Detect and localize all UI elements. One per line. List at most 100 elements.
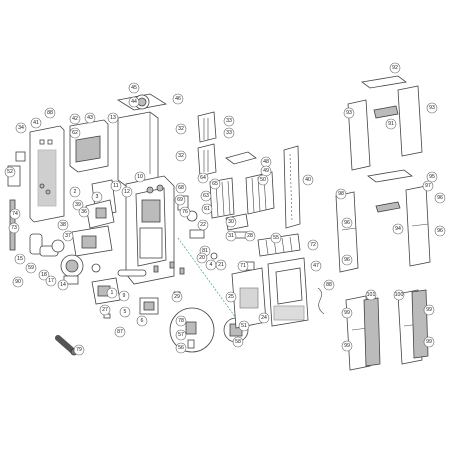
sensor-79 (55, 335, 78, 356)
callout-label: 99 (344, 343, 350, 349)
callout: 47 (310, 260, 322, 272)
door-47 (267, 257, 309, 327)
front-frame (231, 267, 267, 329)
callout-label: 59 (28, 265, 34, 271)
callout-label: 27 (102, 307, 108, 313)
callout-label: 28 (247, 233, 253, 239)
callout-label: 4 (210, 262, 213, 268)
callout-label: 64 (200, 175, 206, 181)
callout-label: 10 (137, 174, 143, 180)
callout: 71 (237, 260, 249, 272)
callout-label: 6 (141, 318, 144, 324)
callout-label: 99 (426, 307, 432, 313)
callout-label: 2 (74, 189, 77, 195)
callout: 90 (12, 276, 24, 288)
callout-label: 96 (437, 228, 443, 234)
callout-label: 63 (203, 193, 209, 199)
callout: 39 (72, 199, 84, 211)
callout: 31 (225, 230, 237, 242)
callout-label: 100 (395, 292, 404, 298)
left-side-panel (29, 125, 65, 223)
callout-label: 1 (111, 290, 114, 296)
callout: 99 (341, 307, 353, 319)
callout: 76 (179, 206, 191, 218)
stove-feet (153, 261, 185, 275)
callout: 37 (62, 230, 74, 242)
callout-label: 51 (241, 323, 247, 329)
callout: 99 (341, 340, 353, 352)
top-plate-95 (367, 169, 413, 183)
callout: 96 (434, 192, 446, 204)
callout-label: 71 (240, 263, 246, 269)
callout: 22 (197, 219, 209, 231)
callout: 52 (4, 166, 16, 178)
wire-88 (317, 287, 325, 315)
callout: 10 (134, 171, 146, 183)
part-20 (91, 263, 101, 273)
callout-label: 25 (228, 294, 234, 300)
callout: 92 (389, 62, 401, 74)
callout: 94 (392, 223, 404, 235)
callout-label: 90 (15, 279, 21, 285)
callout-label: 24 (261, 315, 267, 321)
callout-label: 49 (263, 168, 269, 174)
callout: 2 (69, 186, 81, 198)
callout-label: 46 (175, 96, 181, 102)
callout-label: 72 (310, 242, 316, 248)
callout: 87 (114, 326, 126, 338)
callout: 24 (258, 312, 270, 324)
callout: 34 (15, 122, 27, 134)
callout: 33 (223, 127, 235, 139)
callout: 91 (385, 118, 397, 130)
callout: 9 (118, 290, 130, 302)
callout: 6 (136, 315, 148, 327)
callout: 49 (260, 165, 272, 177)
callout: 4 (205, 259, 217, 271)
callout: 72 (307, 239, 319, 251)
callout: 56 (175, 342, 187, 354)
callout: 74 (9, 208, 21, 220)
callout-label: 38 (60, 222, 66, 228)
callout-label: 76 (182, 209, 188, 215)
callout: 44 (128, 96, 140, 108)
callout-label: 42 (72, 116, 78, 122)
callout: 25 (225, 291, 237, 303)
callout: 73 (8, 222, 20, 234)
callout: 48 (260, 156, 272, 168)
callout: 63 (200, 190, 212, 202)
top-plate (116, 93, 168, 111)
callout-label: 55 (273, 235, 279, 241)
callout-label: 78 (178, 318, 184, 324)
callout-label: 93 (346, 110, 352, 116)
callout-label: 37 (65, 233, 71, 239)
side-cladding-96 (335, 185, 431, 273)
callout-label: 65 (212, 181, 218, 187)
callout: 95 (426, 171, 438, 183)
callout: 30 (225, 216, 237, 228)
callout: 43 (84, 112, 96, 124)
callout: 5 (119, 306, 131, 318)
callout-label: 74 (12, 211, 18, 217)
callout-label: 22 (200, 222, 206, 228)
callout: 58 (232, 336, 244, 348)
callout-label: 15 (17, 256, 23, 262)
firebox-frame (125, 175, 175, 285)
callout: 88 (44, 107, 56, 119)
callout-label: 17 (48, 278, 54, 284)
callout-label: 56 (178, 345, 184, 351)
callout-label: 57 (178, 332, 184, 338)
callout-label: 14 (60, 282, 66, 288)
callout-label: 58 (235, 339, 241, 345)
top-plate-92 (361, 75, 407, 89)
auger-box (71, 225, 113, 257)
callout: 96 (341, 254, 353, 266)
callout-label: 88 (326, 282, 332, 288)
callout-label: 96 (344, 220, 350, 226)
callout: 57 (175, 329, 187, 341)
callout-label: 13 (110, 115, 116, 121)
callout-label: 36 (81, 209, 87, 215)
callout-label: 101 (367, 292, 376, 298)
part-81 (210, 252, 218, 260)
callout: 88 (323, 279, 335, 291)
